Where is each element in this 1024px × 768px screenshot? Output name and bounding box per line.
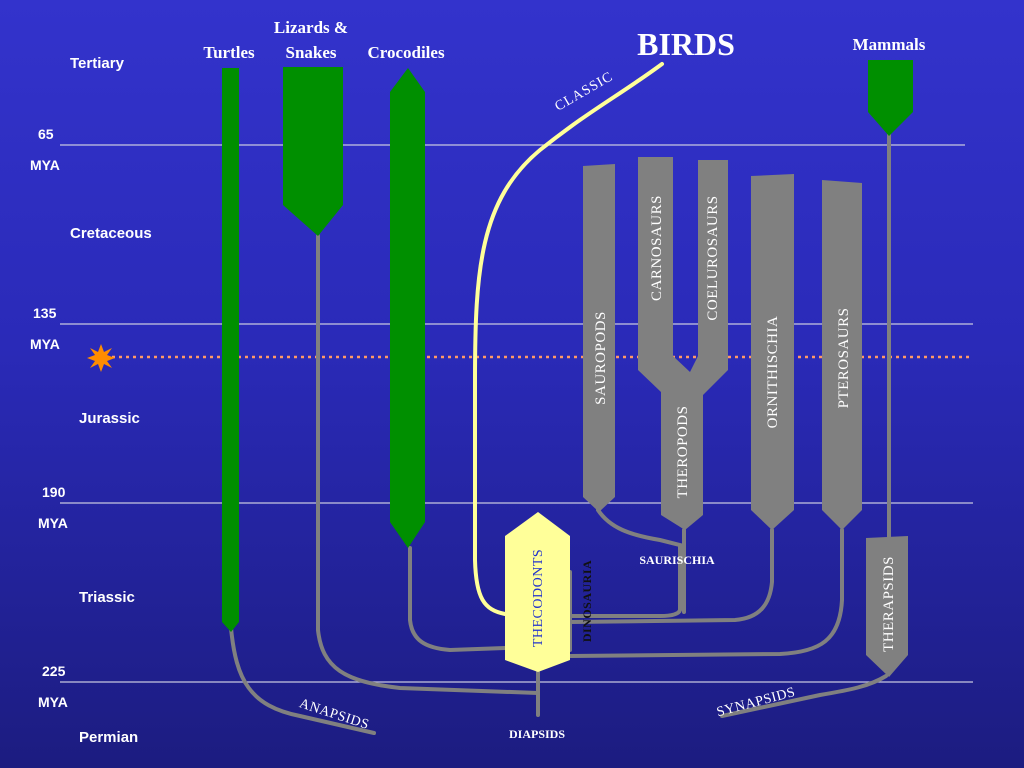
starburst-icon bbox=[87, 344, 115, 372]
boundary-unit-225: MYA bbox=[38, 694, 68, 710]
label-birds: BIRDS bbox=[637, 26, 735, 62]
sauropods-bar bbox=[583, 164, 615, 512]
green-lineages bbox=[222, 60, 913, 632]
lizard-stem bbox=[316, 234, 540, 695]
label-coelurosaurs: COELUROSAURS bbox=[705, 195, 721, 320]
boundary-value-135: 135 bbox=[33, 305, 57, 321]
label-crocodiles: Crocodiles bbox=[367, 43, 445, 62]
group-labels: SAUROPODS CARNOSAURS COELUROSAURS THEROP… bbox=[531, 195, 897, 652]
label-diapsids: DIAPSIDS bbox=[509, 727, 565, 741]
period-triassic: Triassic bbox=[79, 589, 135, 606]
ornithischia-stem bbox=[568, 528, 774, 624]
label-mammals: Mammals bbox=[853, 35, 926, 54]
therapsids-bar bbox=[866, 536, 908, 677]
sauropod-stem bbox=[568, 508, 682, 618]
mammal-bar bbox=[868, 60, 913, 136]
boundary-unit-135: MYA bbox=[30, 336, 60, 352]
period-cretaceous: Cretaceous bbox=[70, 225, 152, 242]
thecodonts-bar bbox=[505, 512, 570, 672]
label-lizards-line2: Snakes bbox=[285, 43, 336, 62]
crocodile-bar bbox=[390, 68, 425, 548]
gray-groups bbox=[583, 157, 908, 677]
anapsid-line bbox=[229, 626, 376, 735]
period-permian: Permian bbox=[79, 729, 138, 746]
boundary-value-225: 225 bbox=[42, 663, 66, 679]
boundary-value-65: 65 bbox=[38, 126, 54, 142]
classic-bird-line bbox=[473, 62, 664, 616]
taxon-labels: Turtles Lizards & Snakes Crocodiles BIRD… bbox=[203, 18, 925, 62]
theropods-bar bbox=[638, 157, 728, 530]
crocodile-stem bbox=[408, 546, 507, 653]
label-turtles: Turtles bbox=[203, 43, 255, 62]
period-labels: Tertiary Cretaceous Jurassic Triassic Pe… bbox=[70, 55, 152, 746]
label-dinosauria: DINOSAURIA bbox=[580, 560, 594, 642]
lizard-bar bbox=[283, 67, 343, 236]
label-sauropods: SAUROPODS bbox=[593, 311, 609, 405]
label-pterosaurs: PTEROSAURS bbox=[836, 308, 852, 409]
label-classic: CLASSIC bbox=[553, 69, 616, 114]
label-therapsids: THERAPSIDS bbox=[881, 556, 897, 652]
pterosaurs-bar bbox=[822, 180, 862, 530]
period-jurassic: Jurassic bbox=[79, 410, 140, 427]
turtle-bar bbox=[222, 68, 239, 632]
label-carnosaurs: CARNOSAURS bbox=[649, 195, 665, 301]
mya-labels: 65 MYA 135 MYA 190 MYA 225 MYA bbox=[30, 126, 68, 710]
period-tertiary: Tertiary bbox=[70, 55, 125, 72]
boundary-unit-65: MYA bbox=[30, 157, 60, 173]
label-synapsids: SYNAPSIDS bbox=[715, 685, 797, 720]
label-thecodonts: THECODONTS bbox=[531, 549, 546, 647]
label-lizards-line1: Lizards & bbox=[274, 18, 348, 37]
label-saurischia: SAURISCHIA bbox=[639, 553, 715, 567]
pterosaur-stem bbox=[568, 528, 844, 658]
synapsid-line bbox=[720, 674, 888, 718]
label-ornithischia: ORNITHISCHIA bbox=[765, 316, 781, 429]
lineage-connectors bbox=[229, 133, 891, 735]
label-theropods: THEROPODS bbox=[675, 406, 691, 499]
ornithischia-bar bbox=[751, 174, 794, 530]
time-boundaries bbox=[60, 144, 973, 683]
boundary-unit-190: MYA bbox=[38, 515, 68, 531]
boundary-value-190: 190 bbox=[42, 484, 66, 500]
label-anapsids: ANAPSIDS bbox=[297, 696, 371, 733]
